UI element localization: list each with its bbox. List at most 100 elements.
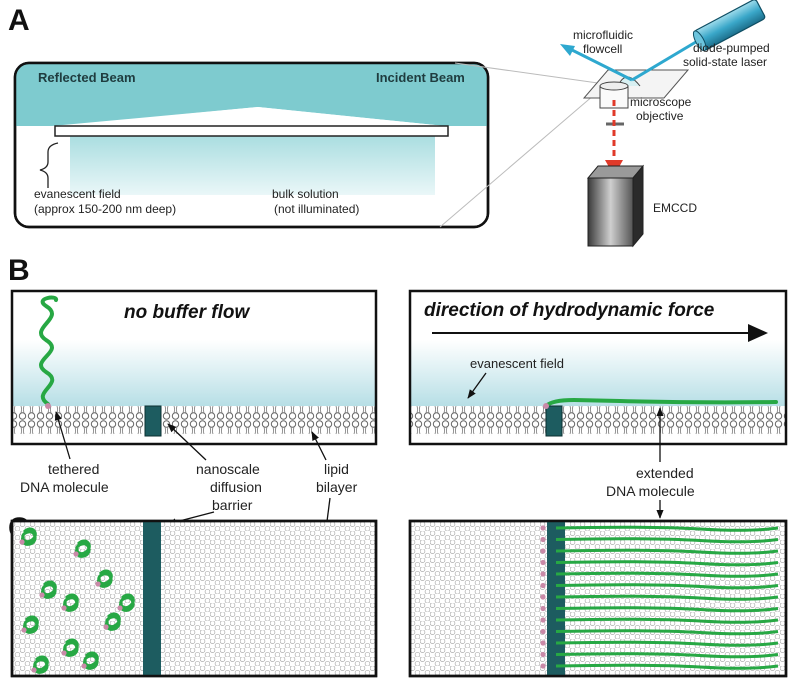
evanescent-field-label-1: evanescent field [34,187,121,201]
extended-dna [555,548,779,555]
diffusion-barrier [545,405,563,437]
no-buffer-flow-label: no buffer flow [124,302,250,323]
coiled-dna [82,651,99,670]
tether-point [540,548,546,554]
coiled-dna [74,539,91,558]
tether-point [540,640,546,646]
coiled-dna [62,638,79,657]
tethered-dna-strand [39,295,58,406]
emccd-camera-icon [586,164,645,248]
extended-dna [555,629,779,636]
barrier-label-3: barrier [212,497,253,513]
coiled-dna [32,655,49,674]
tether-point [540,628,546,635]
tether-point [540,525,546,531]
zoom-guide-line [454,62,613,86]
diffusion-barrier [144,405,162,437]
diffusion-barrier [143,521,161,676]
evanescent-field-label: evanescent field [470,356,564,371]
tether-point [540,594,546,600]
totally-reflected-beam [15,63,488,126]
bulk-solution-label-1: bulk solution [272,187,339,201]
tether-point [61,605,67,611]
panel-b-letter: B [8,254,30,287]
tethered-label-1: tethered [48,461,99,477]
tether-point [103,624,109,630]
barrier-label-2: diffusion [210,479,262,495]
tether-point [540,536,546,543]
dna-tether-point [45,403,51,409]
extended-label-1: extended [636,465,694,481]
panel-c-right-top-view [408,519,788,678]
hydrodynamic-force-label: direction of hydrodynamic force [424,300,715,321]
tether-point [31,667,37,673]
coiled-dna [62,593,79,612]
evanescent-pointer [467,372,487,399]
reflected-arrowhead [560,44,575,56]
extended-dna [555,594,779,601]
coverslip [54,125,449,137]
panel-b-right-flow: direction of hydrodynamic force evanesce… [408,289,788,446]
extended-dna [555,640,779,647]
objective-label-2: objective [636,109,684,123]
zoom-guide-line [439,94,595,228]
extended-dna [555,560,779,567]
panel-b-callouts: tethered DNA molecule nanoscale diffusio… [20,407,695,577]
laser-label-2: solid-state laser [683,55,767,69]
tether-point [117,605,123,611]
tether-point [540,582,546,589]
tether-point [540,617,546,623]
reflected-laser-ray [571,48,633,82]
coiled-dna-molecules [19,527,135,674]
tether-point [540,651,546,658]
extended-dna [555,617,779,624]
objective-label-1: microscope [630,95,692,109]
incident-beam-label: Incident Beam [376,70,465,85]
tether-point [540,559,546,566]
laser-icon [692,0,766,52]
lipid-bilayer [12,406,376,436]
tether-point [540,663,546,669]
coiled-dna [20,527,37,546]
extended-dna [555,583,779,590]
tethered-label-2: DNA molecule [20,479,109,495]
barrier-label-1: nanoscale [196,461,260,477]
tether-point [81,663,87,669]
tether-point [540,605,546,612]
tether-point [19,539,25,545]
flowcell-label-1: microfluidic [573,28,633,42]
extended-dna [555,652,779,659]
bulk-solution-label-2: (not illuminated) [274,202,359,216]
reflected-beam-label: Reflected Beam [38,70,136,85]
extended-dna [555,525,779,532]
extended-dna [555,606,779,613]
laser-label-1: diode-pumped [693,41,770,55]
extended-label-2: DNA molecule [606,483,695,499]
lipid-label-2: bilayer [316,479,358,495]
lipid-label-1: lipid [324,461,349,477]
coiled-dna [104,612,121,631]
tether-point [61,650,67,656]
evanescent-gradient [12,340,376,406]
extended-dna [555,663,779,670]
evanescent-field-label-2: (approx 150-200 nm deep) [34,202,176,216]
tether-point [21,627,27,633]
coiled-dna [40,580,57,599]
panel-a-tirf-box: Reflected Beam Incident Beam evanescent … [13,61,490,229]
diffusion-barrier [547,521,565,676]
emccd-label: EMCCD [653,201,697,215]
extended-dna-strand [544,397,778,408]
extended-dna [555,571,779,578]
panel-a-letter: A [8,4,30,37]
tether-point [540,571,546,577]
evanescent-glow [70,135,435,195]
tether-point [39,592,45,598]
evanescent-bracket [39,142,59,188]
panel-c-left-top-view [10,519,378,678]
lipid-bilayer [410,406,786,436]
dna-curtain [540,525,779,670]
tether-point [73,551,79,557]
panel-b-left-no-flow: no buffer flow [10,289,378,446]
flowcell-label-2: flowcell [583,42,622,56]
